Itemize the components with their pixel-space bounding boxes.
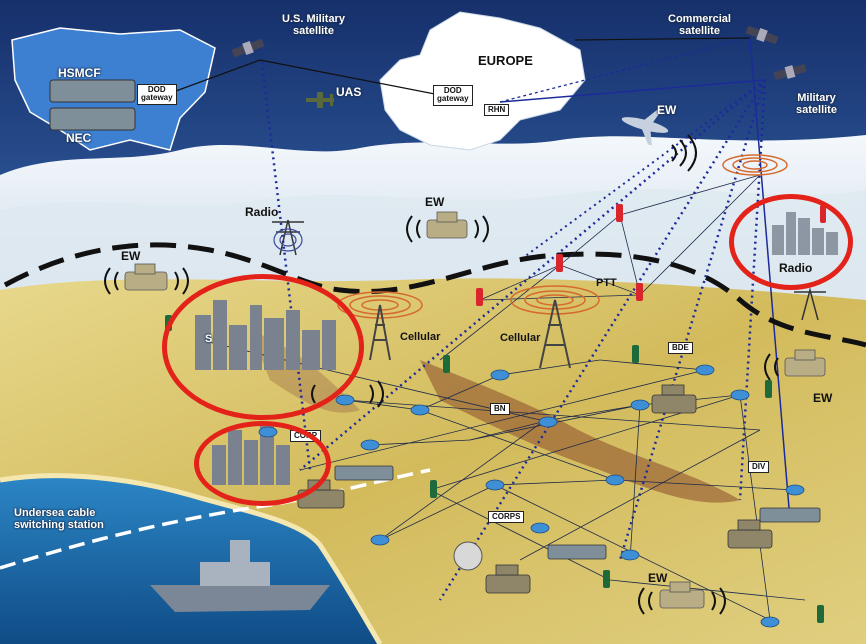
sat-link bbox=[519, 79, 766, 261]
ew-aircraft-label: EW bbox=[657, 103, 677, 117]
coast bbox=[0, 473, 383, 644]
dod-gateway-eu-box: DOD gateway bbox=[433, 85, 473, 106]
europe-map-icon bbox=[379, 11, 586, 151]
link-sat-eu bbox=[259, 59, 441, 96]
nec-label: NEC bbox=[66, 131, 92, 145]
highlight-ring-city-left bbox=[162, 274, 364, 420]
radio-tower-label: Radio bbox=[245, 205, 279, 219]
sat-link bbox=[738, 79, 767, 501]
hsmcf-label: HSMCF bbox=[58, 66, 101, 80]
bde-box: BDE bbox=[668, 342, 693, 355]
radio-tower-icon bbox=[272, 219, 826, 321]
ew-wave-icon bbox=[104, 215, 779, 615]
link-eu-sat bbox=[499, 79, 766, 103]
cellular-center-label: Cellular bbox=[500, 332, 541, 344]
switch-icon bbox=[49, 79, 136, 103]
us-military-satellite-label: U.S. Military satellite bbox=[282, 13, 345, 37]
ship-icon bbox=[150, 540, 330, 612]
terrain-ridge bbox=[420, 360, 740, 503]
link-us-eu bbox=[164, 59, 261, 96]
div-box: DIV bbox=[748, 461, 770, 474]
undersea-cable bbox=[0, 468, 431, 570]
cell-tower-icon bbox=[369, 299, 571, 369]
link-commercial-top bbox=[574, 37, 751, 41]
highlight-ring-city-bottom bbox=[194, 421, 331, 506]
cellular-left-label: Cellular bbox=[400, 331, 441, 343]
uas-drone-icon bbox=[306, 92, 334, 108]
highlight-ring-city-right bbox=[729, 194, 853, 290]
rhn-box: RHN bbox=[484, 104, 510, 117]
bn-box: BN bbox=[490, 403, 510, 416]
commercial-satellite-label: Commercial satellite bbox=[668, 13, 731, 37]
humvee-icon bbox=[124, 211, 826, 609]
military-satellite-label: Military satellite bbox=[796, 92, 837, 116]
satellite-icon bbox=[231, 38, 265, 58]
ew-aircraft-icon bbox=[621, 109, 669, 146]
ew-wave-icon bbox=[671, 134, 697, 172]
europe-label: EUROPE bbox=[478, 53, 533, 68]
link-eu-commercial bbox=[499, 39, 741, 103]
frontline-dashed bbox=[3, 242, 866, 348]
uas-label: UAS bbox=[336, 85, 362, 99]
radio-wave-icon bbox=[273, 228, 303, 252]
sat-link bbox=[299, 79, 766, 471]
ew-right-label: EW bbox=[813, 391, 833, 405]
ew-bottom-label: EW bbox=[648, 571, 668, 585]
corps-box: CORPS bbox=[488, 511, 525, 524]
ptt-label: PTT bbox=[596, 277, 617, 289]
dod-gateway-us-box: DOD gateway bbox=[137, 84, 177, 105]
cell-tower-icon bbox=[337, 154, 788, 319]
satellite-icon bbox=[773, 63, 807, 81]
satellite-dish-icon bbox=[453, 541, 483, 571]
mountain-shade bbox=[0, 189, 866, 300]
switch-icon bbox=[334, 465, 821, 560]
switch-icon bbox=[49, 107, 136, 131]
ew-left-label: EW bbox=[121, 249, 141, 263]
undersea-label: Undersea cable switching station bbox=[14, 507, 104, 531]
satellite-icon bbox=[745, 25, 779, 45]
ew-top-label: EW bbox=[425, 195, 445, 209]
